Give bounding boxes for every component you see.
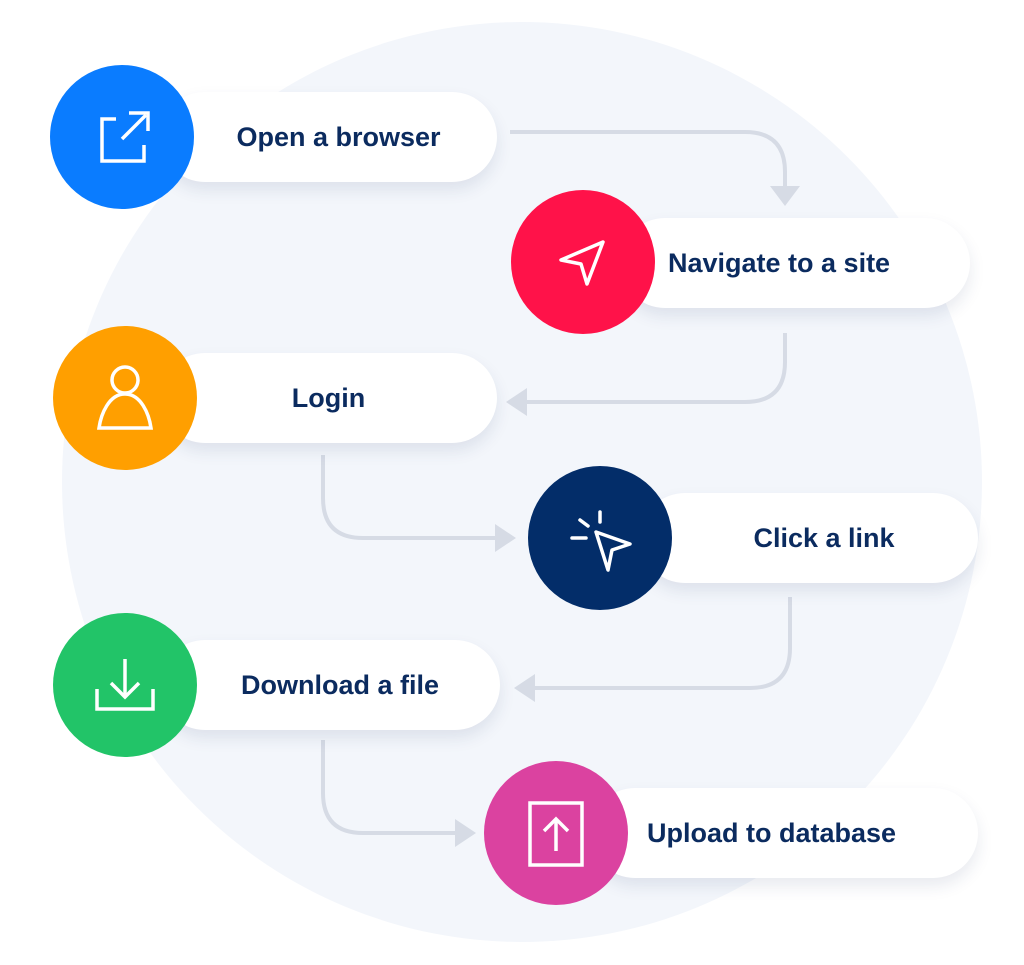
step-click-link: Click a link [640,493,978,583]
arrow-left-icon [514,674,535,702]
step-label: Download a file [240,669,440,700]
step-login: Login [160,353,497,443]
connector-1-2 [510,130,787,190]
step-label: Login [291,382,366,413]
step-label: Upload to database [647,817,897,848]
arrow-right-icon [495,524,516,552]
user-icon [53,326,197,470]
step-navigate-site: Navigate to a site [620,218,970,308]
step-label: Click a link [753,522,895,553]
upload-icon [484,761,628,905]
step-download-file: Download a file [160,640,500,730]
connector-3-4 [321,455,497,540]
arrow-right-icon [455,819,476,847]
external-link-icon [50,65,194,209]
step-label: Navigate to a site [668,247,891,278]
navigation-arrow-icon [511,190,655,334]
arrow-down-icon [770,186,800,206]
download-icon [53,613,197,757]
arrow-left-icon [506,388,527,416]
step-label: Open a browser [236,121,441,152]
step-upload-database: Upload to database [590,788,978,878]
connector-2-3 [525,333,787,404]
connector-4-5 [533,597,792,690]
connector-5-6 [321,740,457,835]
cursor-click-icon [528,466,672,610]
step-open-browser: Open a browser [160,92,497,182]
